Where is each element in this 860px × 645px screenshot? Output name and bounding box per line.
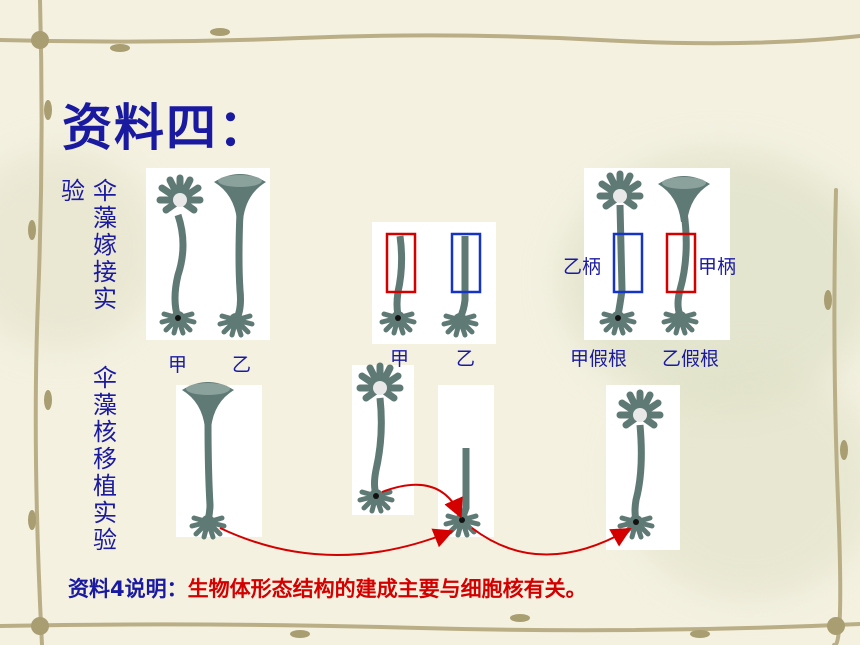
- label-jia: 甲: [168, 354, 188, 376]
- slide-title: 资料四：: [62, 99, 270, 157]
- label-yi-stalk: 乙柄: [563, 256, 602, 278]
- red-box-jia-stalk-graft: [665, 232, 697, 294]
- label-yi-rhizoid: 乙假根: [662, 348, 720, 370]
- graft-yi-stalk-jia-rhizoid: [600, 174, 640, 333]
- transplant-flower-alga: [360, 366, 400, 511]
- arrow-to-recipient: [219, 527, 454, 556]
- label-yi: 乙: [232, 354, 252, 376]
- experiment1-label-prefix: 验: [61, 177, 85, 205]
- experiment1-label: 伞藻嫁接实: [93, 177, 117, 313]
- background-leaf-shape: [0, 150, 160, 350]
- label-jia-rhizoid: 甲假根: [570, 348, 628, 370]
- stalk-yi: [444, 236, 476, 335]
- red-box-jia-stalk: [385, 232, 417, 294]
- arrow-nucleus-transfer: [381, 483, 463, 519]
- alga-jia: [160, 178, 200, 333]
- transplant-umbrella-alga: [182, 382, 234, 537]
- blue-box-yi-stalk-graft: [612, 232, 644, 294]
- alga-yi: [214, 174, 266, 335]
- label-yi-stalk-part: 乙: [456, 348, 476, 370]
- panel-transplant-source: [176, 385, 262, 537]
- transplant-result-alga: [620, 393, 660, 537]
- label-jia-stalk-part: 甲: [390, 348, 410, 370]
- arrow-to-result: [471, 527, 632, 556]
- experiment2-label: 伞藻核移植实验: [93, 364, 117, 554]
- footer-text: 生物体形态结构的建成主要与细胞核有关。: [187, 577, 587, 601]
- label-jia-stalk: 甲柄: [698, 256, 737, 278]
- footer-conclusion: 资料4说明：生物体形态结构的建成主要与细胞核有关。: [68, 573, 587, 603]
- footer-prefix: 资料4说明：: [68, 577, 188, 601]
- transplant-recipient-stalk: [446, 448, 478, 535]
- blue-box-yi-stalk: [450, 232, 482, 294]
